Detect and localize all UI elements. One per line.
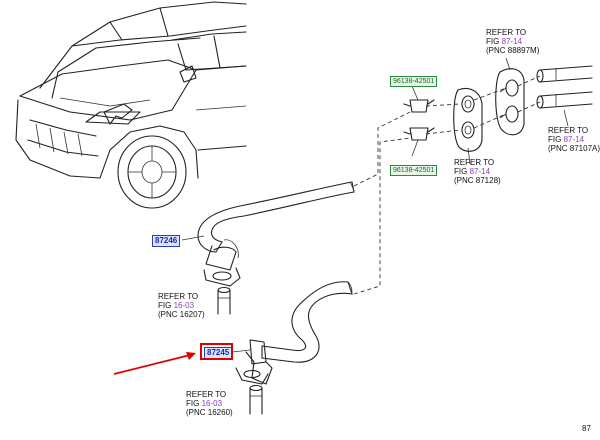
- ref-fig-prefix: FIG: [158, 301, 174, 310]
- ref-fig-prefix: FIG: [548, 135, 564, 144]
- ref-16207: REFER TO FIG 16-03 (PNC 16207): [158, 292, 205, 319]
- ref-fig-link[interactable]: 87-14: [501, 37, 523, 46]
- ref-fig-line: FIG 16-03: [158, 301, 205, 310]
- ref-fig-line: FIG 87-14: [454, 167, 501, 176]
- ref-fig-prefix: FIG: [454, 167, 470, 176]
- ref-line: REFER TO: [186, 390, 227, 399]
- highlight-box: [200, 343, 233, 360]
- clamp-upper: [403, 99, 435, 113]
- ref-pnc: (PNC 88897M): [486, 46, 540, 55]
- grommet-87128: [453, 87, 483, 152]
- ref-87107a: REFER TO FIG 87-14 (PNC 87107A): [548, 126, 600, 153]
- ref-fig-line: FIG 16-03: [186, 399, 233, 408]
- page-number: 87: [582, 424, 591, 433]
- ref-pnc: (PNC 87107A): [548, 144, 600, 153]
- vehicle-illustration: [15, 1, 247, 209]
- ref-fig-link[interactable]: 16-03: [201, 399, 223, 408]
- ref-line: REFER TO: [158, 292, 199, 301]
- ref-pnc: (PNC 87128): [454, 176, 501, 185]
- clamp-lower: [403, 127, 435, 141]
- ref-line: REFER TO: [548, 126, 589, 135]
- ref-fig-prefix: FIG: [486, 37, 502, 46]
- ref-88897m: REFER TO FIG 87-14 (PNC 88897M): [486, 28, 539, 55]
- ref-fig-line: FIG 87-14: [548, 135, 600, 144]
- highlight-arrow: [113, 352, 196, 375]
- outlet-pipe-16260: [249, 384, 263, 415]
- outlet-pipe-16207: [217, 286, 231, 315]
- bracket-plate-88897m: [495, 68, 525, 136]
- ref-fig-line: FIG 87-14: [486, 37, 539, 46]
- heater-pipes-87107a: [536, 65, 593, 109]
- assembly-lines: [353, 75, 541, 295]
- ref-pnc: (PNC 16260): [186, 408, 233, 417]
- leader-lines: [181, 57, 569, 353]
- part-label-87246[interactable]: 87246: [152, 235, 181, 247]
- ref-87128: REFER TO FIG 87-14 (PNC 87128): [454, 158, 501, 185]
- lower-hose: [235, 281, 353, 385]
- ref-fig-link[interactable]: 16-03: [173, 301, 195, 310]
- ref-fig-link[interactable]: 87-14: [563, 135, 585, 144]
- ref-16260: REFER TO FIG 16-03 (PNC 16260): [186, 390, 233, 417]
- clamp-label-top[interactable]: 96138-42501: [390, 76, 438, 87]
- ref-fig-link[interactable]: 87-14: [469, 167, 491, 176]
- ref-line: REFER TO: [454, 158, 495, 167]
- ref-pnc: (PNC 16207): [158, 310, 205, 319]
- upper-hose: [197, 181, 355, 287]
- clamp-label-bottom[interactable]: 96138-42501: [390, 165, 438, 176]
- ref-line: REFER TO: [486, 28, 527, 37]
- ref-fig-prefix: FIG: [186, 399, 202, 408]
